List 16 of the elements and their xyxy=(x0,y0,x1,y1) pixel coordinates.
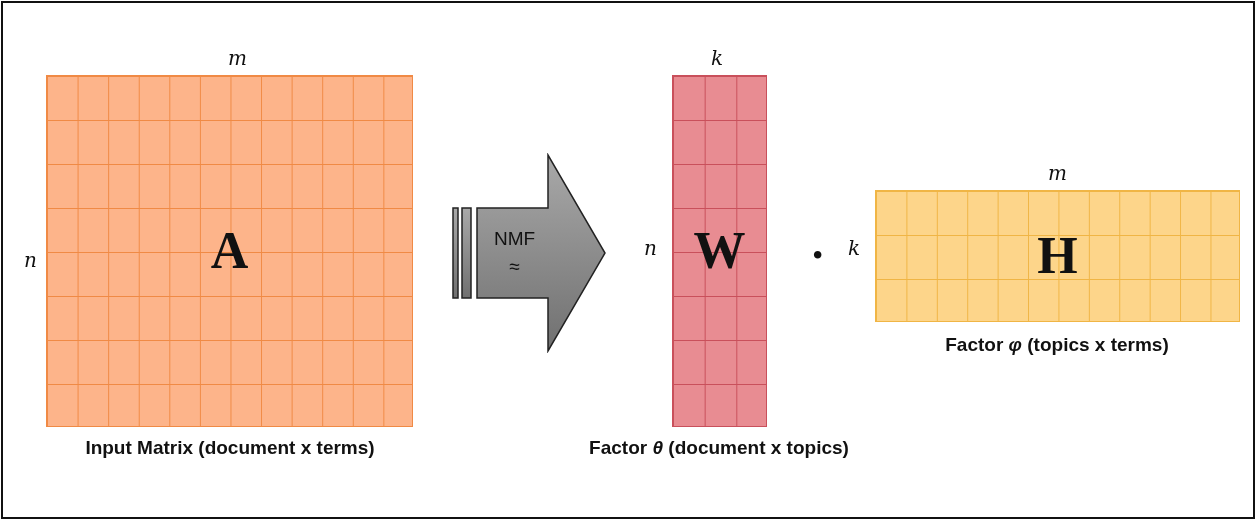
dimension-label: m xyxy=(1048,163,1067,183)
dimension-label: n xyxy=(644,238,657,258)
matrix-grid xyxy=(46,75,413,427)
dimension-label: k xyxy=(711,48,724,68)
dimension-label: n xyxy=(24,250,37,270)
matrix-grid xyxy=(875,190,1240,322)
matrix-letter: W xyxy=(692,225,747,277)
matrix-grid xyxy=(672,75,767,427)
matrix-caption: Input Matrix (document x terms) xyxy=(84,436,376,460)
matrix-caption: Factor φ (topics x terms) xyxy=(944,333,1170,357)
matrix-letter: A xyxy=(209,225,250,277)
multiplication-dot: • xyxy=(810,243,826,269)
dimension-label: k xyxy=(848,238,861,258)
matrix-letter: H xyxy=(1036,230,1079,282)
dimension-label: m xyxy=(228,48,247,68)
matrix-caption: Factor θ (document x topics) xyxy=(588,436,850,460)
